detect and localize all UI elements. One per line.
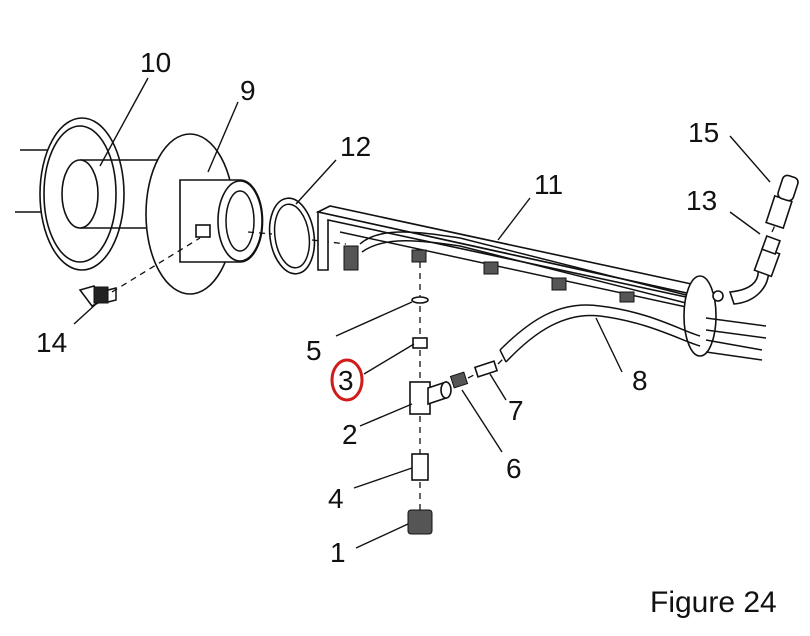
callouts: 10 9 12 11 15 13 14 5 3 2 4 1 6 7 8 xyxy=(36,47,719,568)
callout-2: 2 xyxy=(342,419,358,450)
part-10-back-disc xyxy=(15,117,170,271)
part-4-sleeve xyxy=(411,453,429,481)
callout-4: 4 xyxy=(328,483,344,514)
callout-9: 9 xyxy=(240,75,256,106)
callout-13: 13 xyxy=(686,185,717,216)
part-11-manifold xyxy=(315,205,770,361)
part-5-washer xyxy=(411,296,429,304)
callout-6: 6 xyxy=(506,453,522,484)
part-15-fitting xyxy=(765,174,799,230)
callout-11: 11 xyxy=(534,169,563,200)
part-8-hose xyxy=(499,304,701,363)
part-2-tee-body xyxy=(409,380,452,415)
part-9-drum-disc xyxy=(145,133,264,295)
callout-14: 14 xyxy=(36,327,67,358)
callout-7: 7 xyxy=(508,395,524,426)
leader-lines xyxy=(73,77,771,549)
part-3-insert xyxy=(412,337,428,349)
callout-10: 10 xyxy=(140,47,171,78)
part-7-nipple xyxy=(467,357,505,379)
part-14-connector xyxy=(78,237,201,308)
callout-15: 15 xyxy=(688,117,719,148)
callout-5: 5 xyxy=(306,335,322,366)
figure-caption: Figure 24 xyxy=(650,586,777,619)
part-6-nut xyxy=(449,371,469,389)
part-13-fitting xyxy=(753,213,781,278)
vertical-stack xyxy=(407,262,452,535)
part-1-knurled-nut xyxy=(407,509,433,535)
callout-1: 1 xyxy=(330,537,346,568)
callout-3: 3 xyxy=(338,365,354,396)
callout-3-highlight-ring xyxy=(330,358,364,402)
callout-12: 12 xyxy=(340,131,371,162)
callout-8: 8 xyxy=(632,365,648,396)
